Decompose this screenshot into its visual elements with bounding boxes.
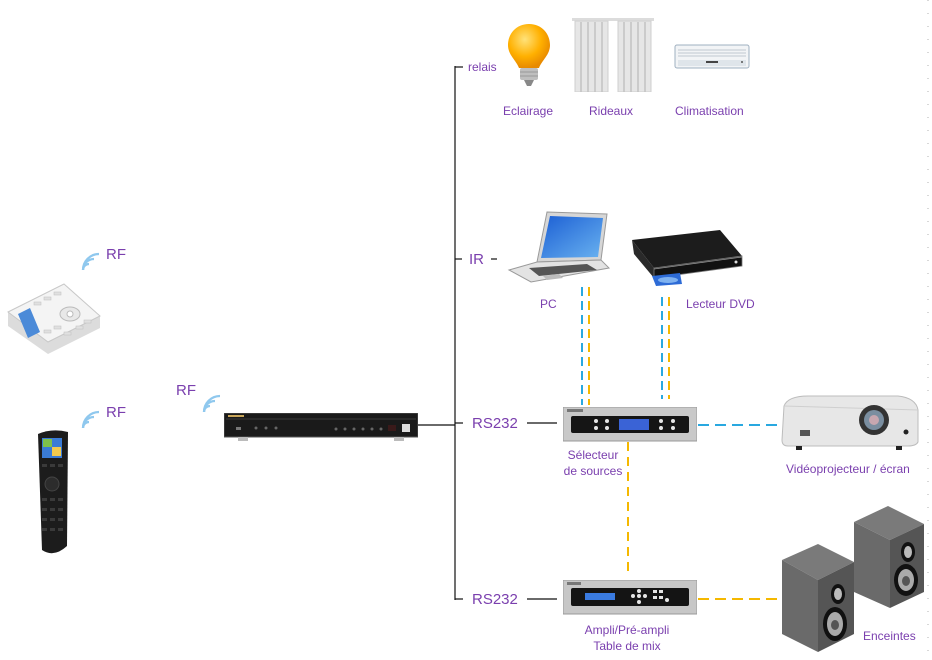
device-label-projecteur: Vidéoprojecteur / écran (786, 462, 910, 476)
device-label-pc: PC (540, 297, 557, 311)
speakers-icon (782, 506, 924, 652)
protocol-label-rs232-ampli: RS232 (472, 591, 518, 608)
video-projector (778, 394, 922, 454)
device-label-ampli: Ampli/Pré-ampli Table de mix (574, 622, 680, 654)
central-control-unit (223, 412, 419, 441)
amplifier-icon (562, 579, 698, 615)
tabletop-remote (4, 276, 102, 356)
tabletop-remote-icon (7, 283, 101, 354)
control-processor-icon (223, 412, 419, 441)
device-label-selecteur-line1: Sélecteur (567, 448, 619, 462)
device-label-climatisation: Climatisation (675, 104, 744, 118)
rf-label-handheld: RF (106, 404, 126, 421)
source-selector (562, 406, 698, 443)
device-label-selecteur: Sélecteur de sources (558, 447, 628, 479)
speakers (778, 504, 926, 654)
device-label-enceintes: Enceintes (863, 629, 916, 643)
device-label-ampli-line1: Ampli/Pré-ampli (584, 623, 670, 637)
amplifier (562, 579, 698, 616)
device-label-rideaux: Rideaux (589, 104, 634, 118)
rf-label-tabletop: RF (106, 246, 126, 263)
device-label-ampli-line2: Table de mix (593, 639, 661, 653)
rf-waves-icon (81, 410, 100, 429)
curtains (572, 18, 654, 93)
handheld-remote-icon (38, 430, 68, 554)
air-conditioner (674, 44, 750, 70)
device-label-eclairage: Eclairage (503, 104, 554, 118)
video-projector-icon (781, 395, 919, 450)
protocol-label-ir: IR (469, 251, 484, 268)
handheld-remote (34, 428, 74, 558)
device-label-dvd: Lecteur DVD (686, 297, 755, 311)
rf-waves-icon (81, 252, 100, 271)
air-conditioner-icon (674, 44, 750, 69)
protocol-label-relais: relais (468, 60, 497, 74)
laptop-icon (507, 211, 611, 283)
rf-label-central: RF (176, 382, 196, 399)
curtains-icon (572, 18, 654, 93)
source-selector-icon (562, 406, 698, 442)
rf-waves-icon (202, 394, 221, 413)
dvd-player (630, 228, 744, 288)
light-bulb (506, 22, 552, 88)
protocol-label-rs232-selector: RS232 (472, 415, 518, 432)
dvd-player-icon (632, 230, 743, 286)
light-bulb-icon (508, 24, 550, 86)
device-label-selecteur-line2: de sources (563, 464, 623, 478)
laptop-pc (507, 210, 611, 284)
